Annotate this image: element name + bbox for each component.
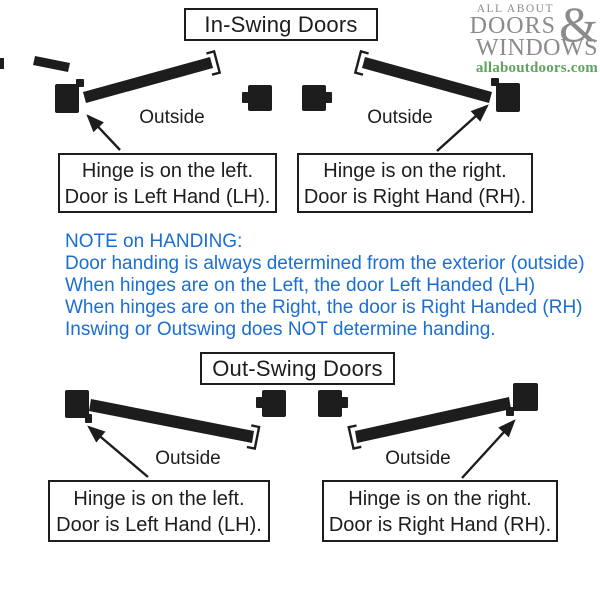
caption-line: Hinge is on the right. [348, 488, 532, 510]
handing-note: NOTE on HANDING: Door handing is always … [65, 231, 585, 341]
outswing-section-title: Out-Swing Doors [200, 352, 395, 385]
note-line: When hinges are on the Right, the door i… [65, 297, 583, 318]
inswing-right-door [353, 49, 520, 112]
inswing-section-title: In-Swing Doors [184, 8, 378, 41]
caption-line: Hinge is on the left. [81, 160, 254, 182]
note-line: When hinges are on the Left, the door Le… [65, 275, 536, 296]
outswing-right-outside-label: Outside [385, 448, 451, 469]
caption-line: Door is Left Hand (LH). [56, 514, 262, 536]
outswing-left-caption-box: Hinge is on the left. Door is Left Hand … [48, 480, 270, 542]
company-logo: ALL ABOUT & DOORS WINDOWS allaboutdoors.… [468, 0, 598, 77]
caption-line: Door is Left Hand (LH). [64, 186, 271, 208]
inswing-right-outside-label: Outside [367, 107, 433, 128]
caption-line: Hinge is on the right. [323, 160, 507, 182]
outswing-left-arrow [87, 425, 149, 478]
logo-windows-text: WINDOWS [475, 35, 598, 61]
logo-all-about-text: ALL ABOUT [476, 3, 554, 15]
inswing-left-outside-label: Outside [139, 107, 205, 128]
logo-doors-text: DOORS [469, 13, 556, 39]
inswing-right-arrow [436, 104, 489, 152]
inswing-left-caption-box: Hinge is on the left. Door is Left Hand … [58, 153, 277, 213]
inswing-right-caption-box: Hinge is on the right. Door is Right Han… [297, 153, 533, 213]
logo-website-url: allaboutdoors.com [475, 60, 598, 76]
outswing-left-outside-label: Outside [155, 448, 221, 469]
outswing-right-door [347, 383, 538, 451]
outswing-center-jambs [256, 390, 348, 417]
inswing-center-jambs [242, 85, 332, 111]
crop-artifact [0, 56, 70, 72]
caption-line: Hinge is on the left. [73, 488, 245, 510]
logo-ampersand: & [559, 0, 598, 52]
outswing-left-door [65, 390, 261, 451]
note-line: Door handing is always determined from t… [65, 253, 585, 274]
outswing-right-arrow [461, 419, 516, 479]
caption-line: Door is Right Hand (RH). [328, 514, 552, 536]
outswing-right-caption-box: Hinge is on the right. Door is Right Han… [322, 480, 558, 542]
inswing-left-door [55, 49, 222, 113]
inswing-left-arrow [86, 114, 121, 151]
note-heading: NOTE on HANDING: [65, 231, 243, 252]
note-line: Inswing or Outswing does NOT determine h… [65, 319, 496, 340]
caption-line: Door is Right Hand (RH). [303, 186, 527, 208]
